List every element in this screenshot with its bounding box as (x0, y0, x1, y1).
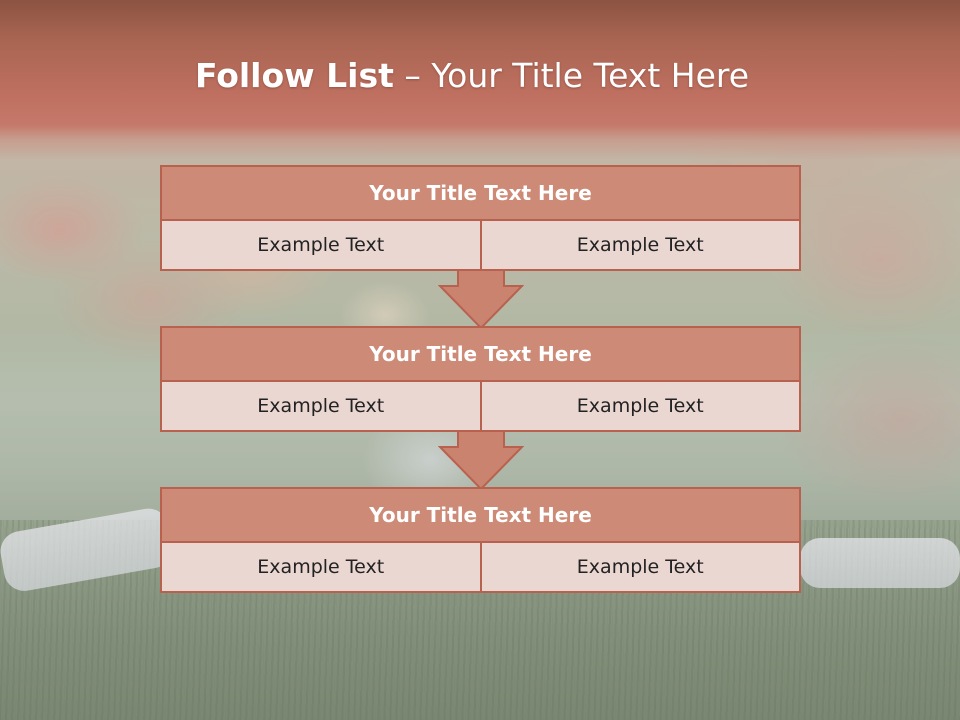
flow-block-cell-left: Example Text (160, 221, 482, 271)
flow-block-2: Your Title Text Here Example Text Exampl… (160, 326, 801, 432)
flow-block-row: Example Text Example Text (160, 382, 801, 432)
flow-block-cell-right: Example Text (481, 221, 801, 271)
down-arrow-icon (438, 431, 524, 491)
flow-block-row: Example Text Example Text (160, 221, 801, 271)
flow-block-title: Your Title Text Here (160, 165, 801, 221)
photo-subject-leg-right (800, 538, 960, 588)
flow-block-1: Your Title Text Here Example Text Exampl… (160, 165, 801, 271)
flow-block-title: Your Title Text Here (160, 326, 801, 382)
header-band (0, 0, 960, 160)
down-arrow-icon (438, 270, 524, 330)
flow-block-title: Your Title Text Here (160, 487, 801, 543)
flow-block-row: Example Text Example Text (160, 543, 801, 593)
page-title-rest: – Your Title Text Here (393, 56, 750, 95)
page-title: Follow List – Your Title Text Here (0, 56, 944, 95)
flow-block-cell-left: Example Text (160, 543, 482, 593)
flow-block-cell-right: Example Text (481, 543, 801, 593)
flow-block-3: Your Title Text Here Example Text Exampl… (160, 487, 801, 593)
flow-block-cell-left: Example Text (160, 382, 482, 432)
flow-block-cell-right: Example Text (481, 382, 801, 432)
page-title-bold: Follow List (194, 56, 394, 95)
